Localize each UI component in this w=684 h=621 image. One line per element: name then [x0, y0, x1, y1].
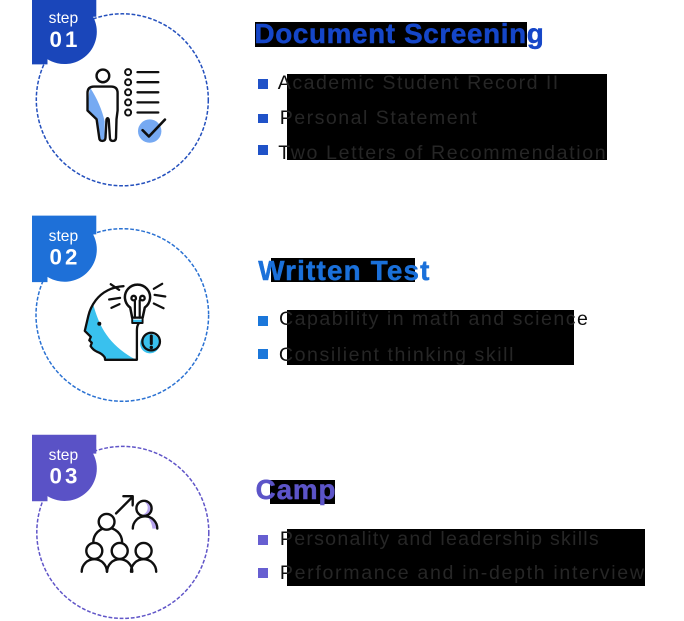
svg-text:02: 02	[49, 245, 80, 270]
svg-text:step: step	[49, 10, 79, 27]
svg-text:03: 03	[49, 464, 80, 489]
svg-text:01: 01	[49, 27, 80, 52]
svg-text:step: step	[49, 447, 79, 464]
svg-text:step: step	[49, 228, 79, 245]
